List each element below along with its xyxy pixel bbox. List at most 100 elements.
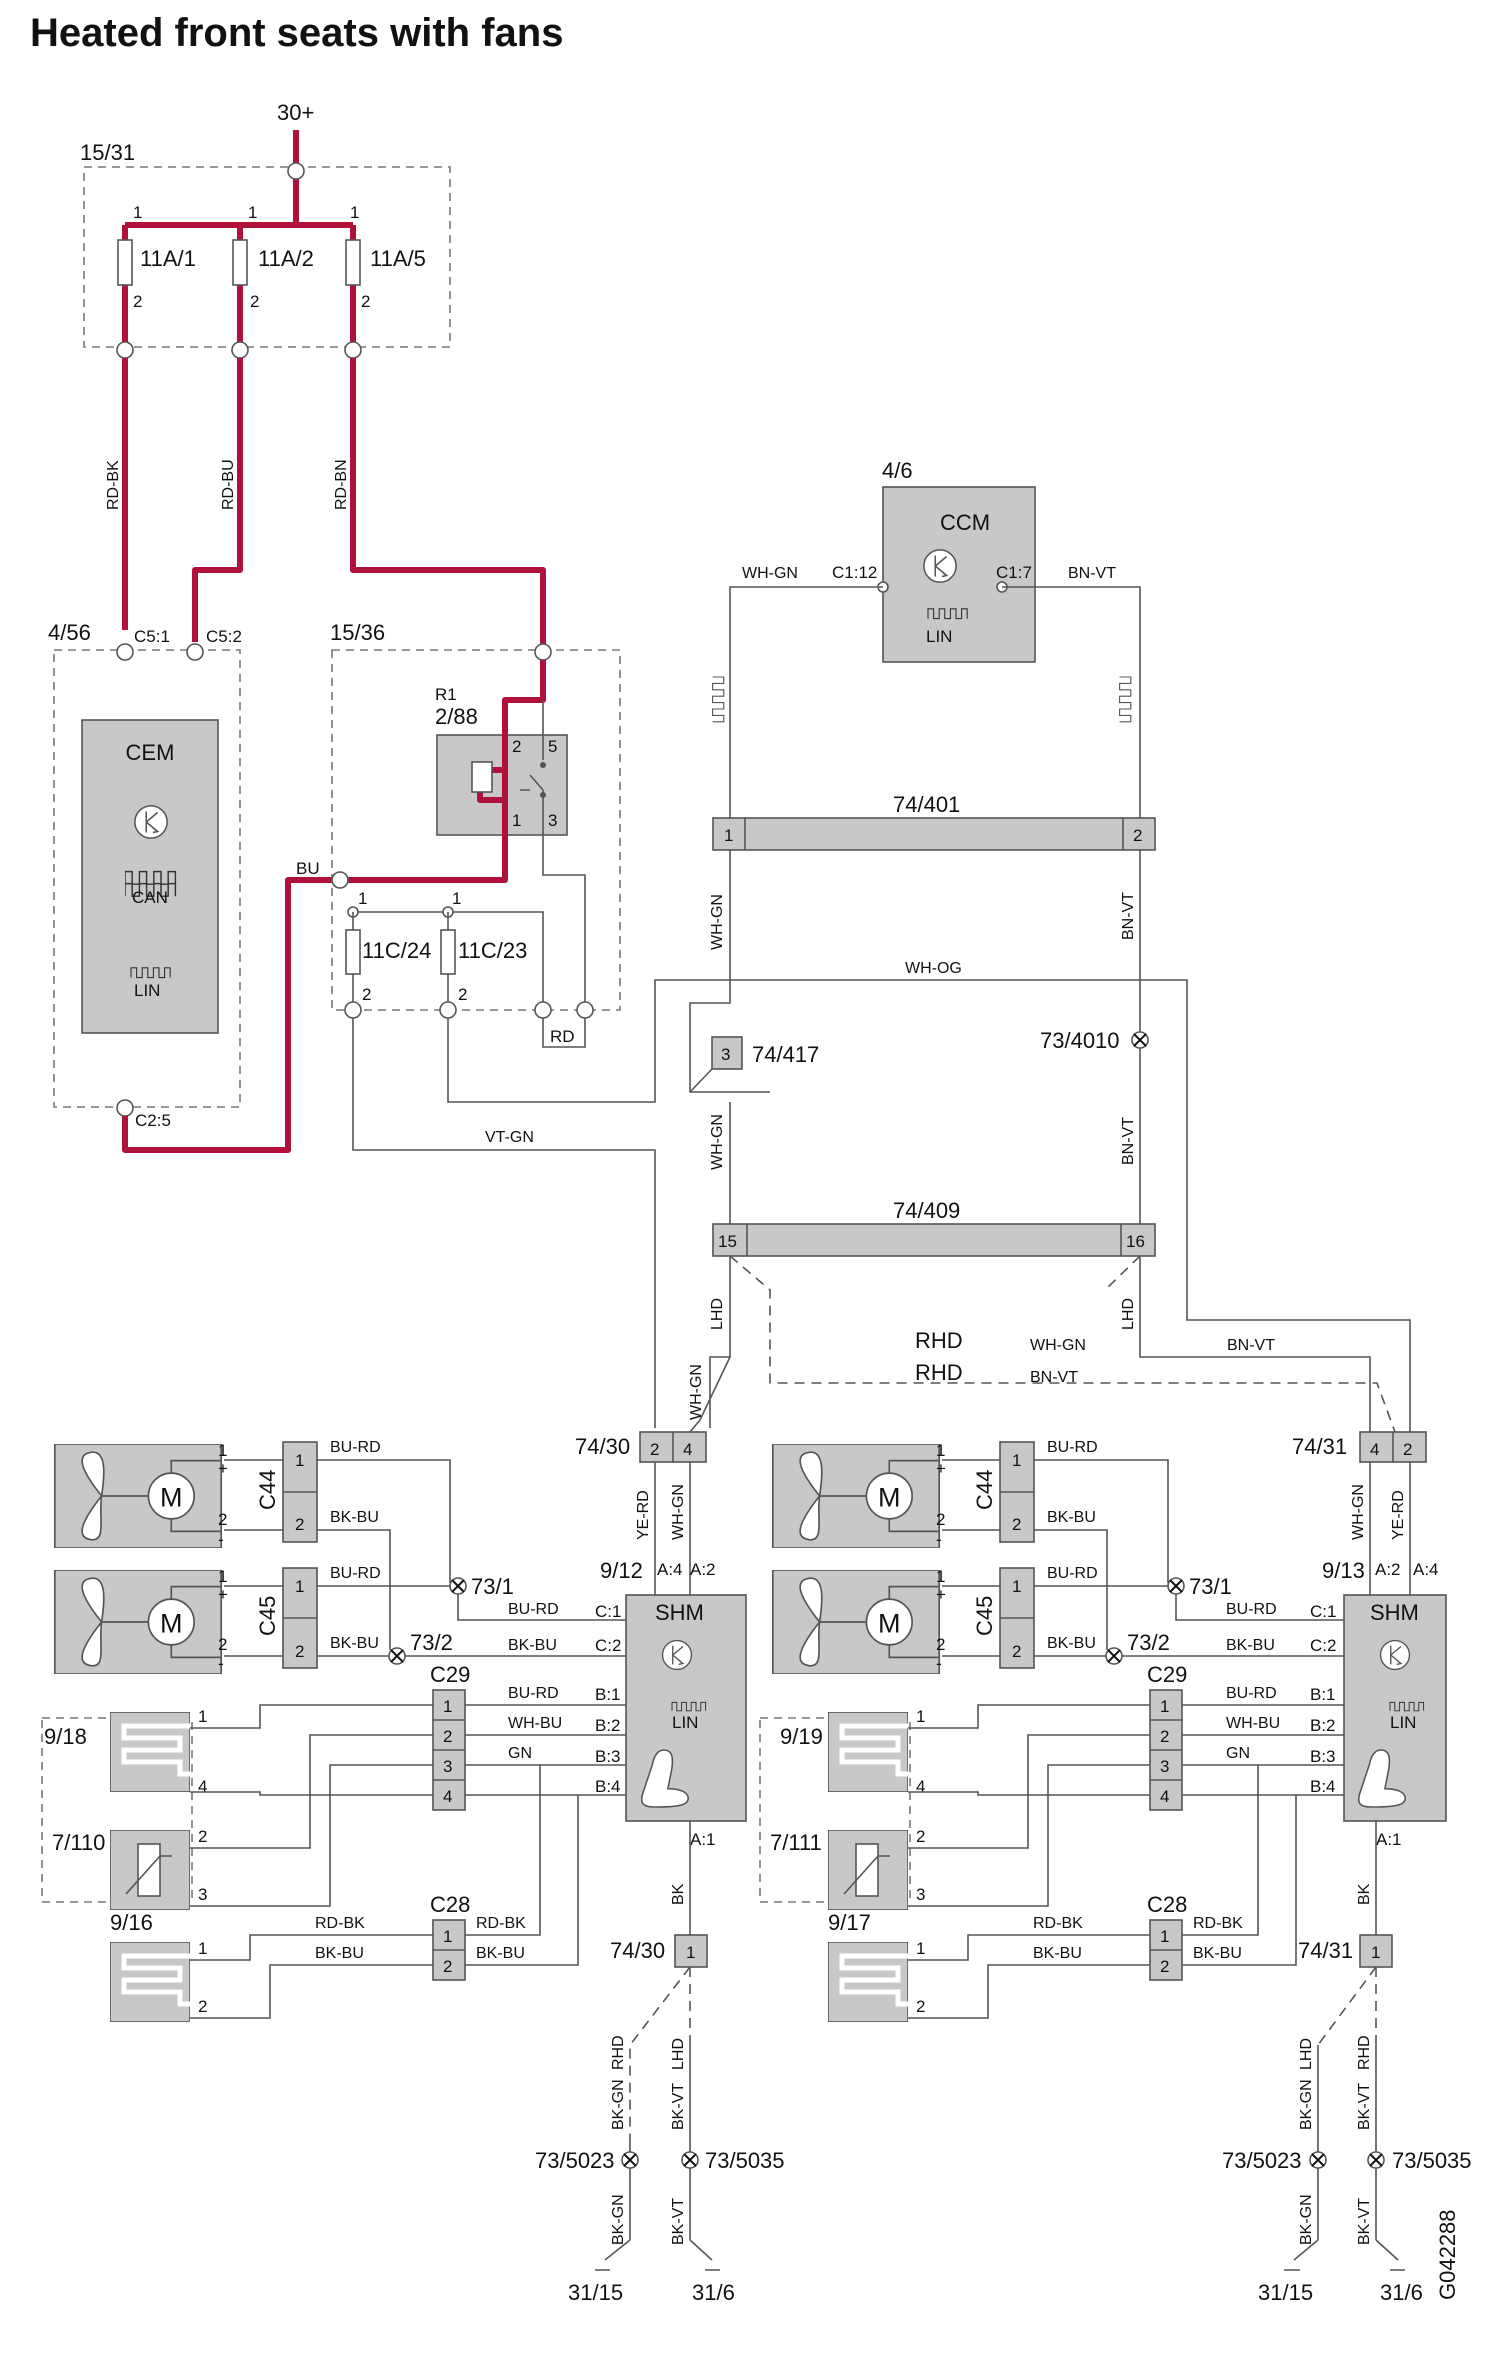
svg-text:BK-VT: BK-VT bbox=[670, 2198, 687, 2245]
svg-text:1: 1 bbox=[724, 826, 733, 845]
svg-text:1: 1 bbox=[452, 889, 461, 908]
svg-text:C1:7: C1:7 bbox=[996, 563, 1032, 582]
svg-text:BN-VT: BN-VT bbox=[1120, 1117, 1137, 1165]
svg-text:B:4: B:4 bbox=[595, 1777, 621, 1796]
svg-text:B:3: B:3 bbox=[1310, 1747, 1336, 1766]
svg-text:9/17: 9/17 bbox=[828, 1910, 871, 1935]
svg-text:B:1: B:1 bbox=[595, 1685, 621, 1704]
svg-text:BK-BU: BK-BU bbox=[508, 1637, 557, 1654]
svg-text:C:1: C:1 bbox=[1310, 1602, 1336, 1621]
svg-text:31/6: 31/6 bbox=[1380, 2280, 1423, 2305]
wire-cem-bu bbox=[122, 877, 332, 1153]
svg-text:74/417: 74/417 bbox=[752, 1042, 819, 1067]
svg-text:74/409: 74/409 bbox=[893, 1198, 960, 1223]
svg-text:1: 1 bbox=[1371, 1943, 1380, 1962]
fuse-11c24: 11C/24 bbox=[345, 912, 431, 1008]
svg-text:YE-RD: YE-RD bbox=[1390, 1490, 1407, 1540]
left-shm-transistor-icon bbox=[661, 1639, 693, 1671]
svg-text:9/19: 9/19 bbox=[780, 1724, 823, 1749]
svg-text:WH-GN: WH-GN bbox=[1030, 1337, 1086, 1354]
connector-74-401 bbox=[712, 817, 1156, 851]
svg-text:B:2: B:2 bbox=[1310, 1716, 1336, 1735]
svg-text:BK-BU: BK-BU bbox=[1047, 1509, 1096, 1526]
left-heater-backrest bbox=[110, 1712, 190, 1792]
svg-text:2: 2 bbox=[1133, 826, 1142, 845]
svg-text:73/2: 73/2 bbox=[410, 1630, 453, 1655]
connector-74-417 bbox=[711, 1036, 743, 1070]
svg-text:BK-BU: BK-BU bbox=[476, 1945, 525, 1962]
svg-text:3: 3 bbox=[198, 1885, 207, 1904]
svg-text:+: + bbox=[936, 1585, 946, 1604]
svg-text:BU-RD: BU-RD bbox=[1047, 1565, 1098, 1582]
svg-text:2/88: 2/88 bbox=[435, 704, 478, 729]
svg-text:BK: BK bbox=[1356, 1883, 1373, 1905]
svg-text:1: 1 bbox=[936, 1567, 945, 1586]
svg-text:1: 1 bbox=[218, 1567, 227, 1586]
svg-text:2: 2 bbox=[295, 1642, 304, 1661]
svg-text:RD-BK: RD-BK bbox=[1033, 1915, 1083, 1932]
svg-text:2: 2 bbox=[936, 1635, 945, 1654]
svg-text:3: 3 bbox=[443, 1757, 452, 1776]
svg-text:BU-RD: BU-RD bbox=[508, 1601, 559, 1618]
svg-text:BK: BK bbox=[670, 1883, 687, 1905]
svg-text:A:2: A:2 bbox=[690, 1560, 716, 1579]
right-fan-c44 bbox=[771, 1444, 941, 1548]
svg-text:LHD: LHD bbox=[709, 1298, 726, 1330]
svg-text:BK-BU: BK-BU bbox=[1193, 1945, 1242, 1962]
svg-text:15/36: 15/36 bbox=[330, 620, 385, 645]
svg-text:2: 2 bbox=[916, 1997, 925, 2016]
svg-text:A:2: A:2 bbox=[1375, 1560, 1401, 1579]
right-shm-transistor-icon bbox=[1379, 1639, 1411, 1671]
svg-text:1: 1 bbox=[248, 203, 257, 222]
fuse-11a5: 11A/5 bbox=[345, 225, 426, 348]
svg-text:CAN: CAN bbox=[132, 888, 168, 907]
svg-text:2: 2 bbox=[362, 985, 371, 1004]
svg-text:9/13: 9/13 bbox=[1322, 1558, 1365, 1583]
svg-text:C5:2: C5:2 bbox=[206, 627, 242, 646]
svg-text:2: 2 bbox=[1012, 1642, 1021, 1661]
svg-text:73/1: 73/1 bbox=[471, 1574, 514, 1599]
svg-text:BK-GN: BK-GN bbox=[610, 2079, 627, 2130]
svg-text:LIN: LIN bbox=[134, 981, 160, 1000]
svg-text:BK-BU: BK-BU bbox=[330, 1509, 379, 1526]
svg-text:GN: GN bbox=[1226, 1745, 1250, 1762]
right-ntc-sensor bbox=[828, 1830, 908, 1910]
svg-text:BN-VT: BN-VT bbox=[1030, 1369, 1078, 1386]
svg-text:YE-RD: YE-RD bbox=[635, 1490, 652, 1540]
svg-text:4: 4 bbox=[1370, 1440, 1379, 1459]
svg-text:RD-BU: RD-BU bbox=[220, 459, 237, 510]
svg-text:WH-GN: WH-GN bbox=[742, 565, 798, 582]
left-ntc-sensor bbox=[110, 1830, 190, 1910]
svg-text:-: - bbox=[218, 1654, 224, 1673]
svg-text:C28: C28 bbox=[1147, 1892, 1187, 1917]
svg-text:B:4: B:4 bbox=[1310, 1777, 1336, 1796]
svg-text:WH-GN: WH-GN bbox=[688, 1364, 705, 1420]
svg-text:BK-BU: BK-BU bbox=[315, 1945, 364, 1962]
svg-text:11A/2: 11A/2 bbox=[258, 246, 314, 271]
svg-text:16: 16 bbox=[1126, 1232, 1145, 1251]
svg-text:BN-VT: BN-VT bbox=[1227, 1337, 1275, 1354]
svg-text:74/401: 74/401 bbox=[893, 792, 960, 817]
svg-text:BN-VT: BN-VT bbox=[1068, 565, 1116, 582]
svg-text:2: 2 bbox=[458, 985, 467, 1004]
svg-text:C:1: C:1 bbox=[595, 1602, 621, 1621]
relay-box-outline bbox=[331, 649, 621, 1011]
svg-text:LIN: LIN bbox=[672, 1713, 698, 1732]
svg-text:2: 2 bbox=[650, 1440, 659, 1459]
svg-text:31/6: 31/6 bbox=[692, 2280, 735, 2305]
svg-text:BK-VT: BK-VT bbox=[1356, 2083, 1373, 2130]
svg-text:BK-BU: BK-BU bbox=[1226, 1637, 1275, 1654]
svg-text:LHD: LHD bbox=[670, 2038, 687, 2070]
svg-text:WH-GN: WH-GN bbox=[709, 1114, 726, 1170]
svg-text:C44: C44 bbox=[255, 1470, 280, 1510]
svg-text:BU-RD: BU-RD bbox=[1047, 1439, 1098, 1456]
svg-text:11C/23: 11C/23 bbox=[458, 938, 527, 963]
svg-text:1: 1 bbox=[686, 1943, 695, 1962]
svg-text:C:2: C:2 bbox=[1310, 1636, 1336, 1655]
svg-text:1: 1 bbox=[198, 1707, 207, 1726]
svg-text:RD-BK: RD-BK bbox=[476, 1915, 526, 1932]
svg-text:73/2: 73/2 bbox=[1127, 1630, 1170, 1655]
svg-text:BK-GN: BK-GN bbox=[1298, 2079, 1315, 2130]
svg-text:73/5023: 73/5023 bbox=[535, 2148, 615, 2173]
svg-text:5: 5 bbox=[548, 737, 557, 756]
